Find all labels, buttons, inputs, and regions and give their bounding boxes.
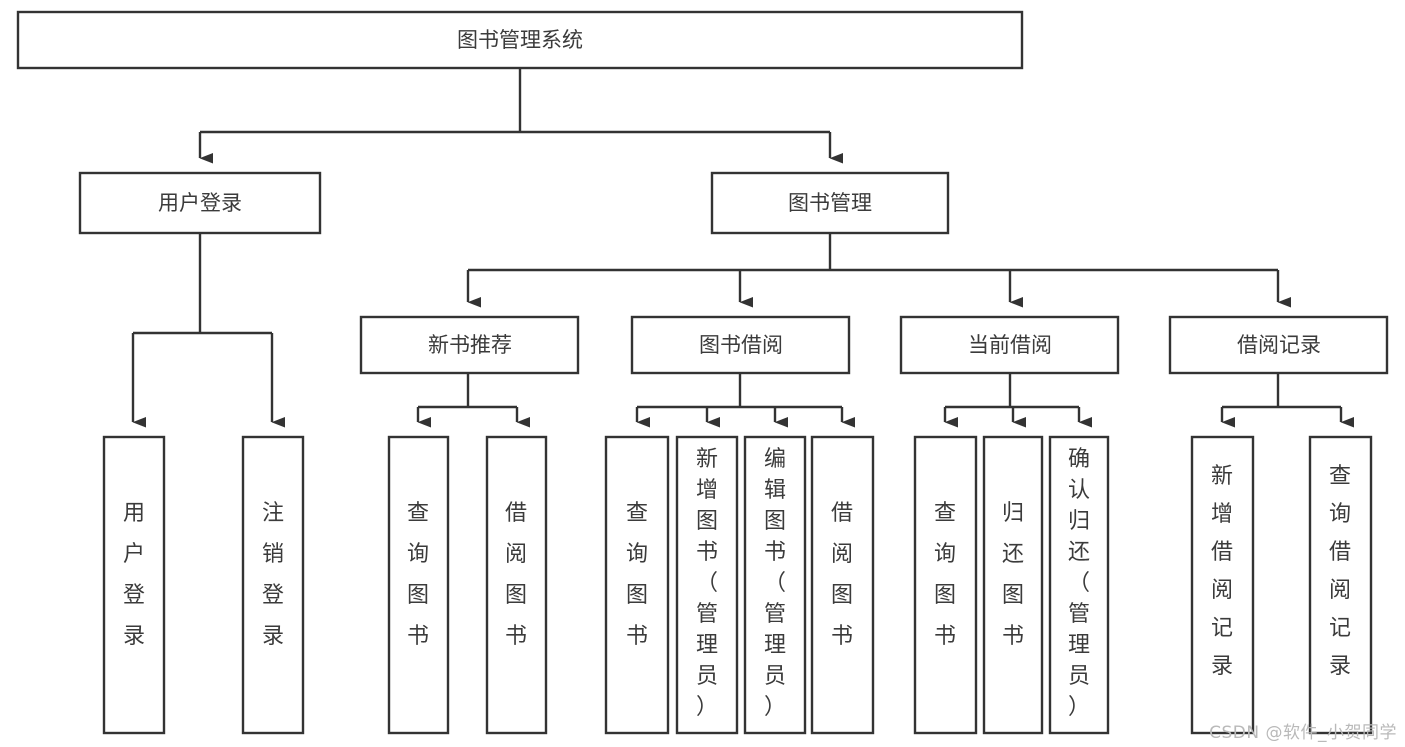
node-return-book[interactable]: 归还图书 bbox=[982, 435, 1044, 735]
node-book-borrow[interactable]: 图书借阅 bbox=[630, 315, 851, 375]
node-current-borrow-label: 当前借阅 bbox=[968, 333, 1052, 357]
node-query-book-borrow[interactable]: 查询图书 bbox=[604, 435, 670, 735]
node-borrow-book-rec[interactable]: 借阅图书 bbox=[485, 435, 548, 735]
node-current-borrow[interactable]: 当前借阅 bbox=[899, 315, 1120, 375]
node-root-label: 图书管理系统 bbox=[457, 28, 583, 52]
node-edit-book-admin[interactable]: 编辑图书（管理员） bbox=[743, 435, 807, 735]
node-borrow-book-borrow-label: 借阅图书 bbox=[831, 501, 853, 649]
node-confirm-return-admin[interactable]: 确认归还（管理员） bbox=[1048, 435, 1110, 735]
node-confirm-return-admin-box[interactable] bbox=[1048, 435, 1110, 735]
node-borrow-book-rec-label: 借阅图书 bbox=[505, 501, 527, 649]
node-book-borrow-label: 图书借阅 bbox=[699, 333, 783, 357]
node-current-borrow-box[interactable] bbox=[899, 315, 1120, 375]
node-user-login[interactable]: 用户登录 bbox=[78, 171, 322, 235]
node-query-book-current[interactable]: 查询图书 bbox=[913, 435, 978, 735]
connector-layer bbox=[131, 68, 1354, 428]
csdn-watermark: CSDN @软件_小贺同学 bbox=[1209, 723, 1397, 743]
node-layer: 图书管理系统 用户登录 图书管理 新书推荐 图书借阅 bbox=[16, 10, 1389, 735]
node-query-book-rec[interactable]: 查询图书 bbox=[387, 435, 450, 735]
node-return-book-label: 归还图书 bbox=[1002, 501, 1024, 649]
node-book-manage-box[interactable] bbox=[710, 171, 950, 235]
node-confirm-return-admin-label: 确认归还（管理员） bbox=[1068, 447, 1090, 720]
node-user-login-leaf-box[interactable] bbox=[102, 435, 166, 735]
node-user-logout-leaf[interactable]: 注销登录 bbox=[241, 435, 305, 735]
node-borrow-book-borrow[interactable]: 借阅图书 bbox=[810, 435, 875, 735]
node-add-borrow-record-box[interactable] bbox=[1190, 435, 1255, 735]
node-query-book-borrow-box[interactable] bbox=[604, 435, 670, 735]
node-query-book-borrow-label: 查询图书 bbox=[626, 501, 648, 649]
node-query-book-rec-label: 查询图书 bbox=[407, 501, 429, 649]
node-root[interactable]: 图书管理系统 bbox=[16, 10, 1024, 70]
node-query-book-current-box[interactable] bbox=[913, 435, 978, 735]
node-edit-book-admin-box[interactable] bbox=[743, 435, 807, 735]
node-book-manage-label: 图书管理 bbox=[788, 191, 872, 215]
node-query-book-current-label: 查询图书 bbox=[934, 501, 956, 649]
node-user-login-leaf[interactable]: 用户登录 bbox=[102, 435, 166, 735]
node-edit-book-admin-label: 编辑图书（管理员） bbox=[764, 447, 786, 720]
node-query-borrow-record-box[interactable] bbox=[1308, 435, 1373, 735]
node-borrow-record[interactable]: 借阅记录 bbox=[1168, 315, 1389, 375]
node-book-borrow-box[interactable] bbox=[630, 315, 851, 375]
node-new-book-rec[interactable]: 新书推荐 bbox=[359, 315, 580, 375]
node-add-book-admin-label: 新增图书（管理员） bbox=[696, 447, 718, 720]
node-query-book-rec-box[interactable] bbox=[387, 435, 450, 735]
node-query-borrow-record-label: 查询借阅记录 bbox=[1329, 464, 1351, 679]
node-borrow-book-borrow-box[interactable] bbox=[810, 435, 875, 735]
node-new-book-rec-box[interactable] bbox=[359, 315, 580, 375]
node-user-login-label: 用户登录 bbox=[158, 191, 242, 215]
node-add-borrow-record-label: 新增借阅记录 bbox=[1211, 464, 1233, 679]
node-borrow-record-box[interactable] bbox=[1168, 315, 1389, 375]
node-user-logout-leaf-box[interactable] bbox=[241, 435, 305, 735]
node-user-login-leaf-label: 用户登录 bbox=[123, 501, 145, 649]
node-root-box[interactable] bbox=[16, 10, 1024, 70]
node-add-book-admin-box[interactable] bbox=[675, 435, 739, 735]
node-return-book-box[interactable] bbox=[982, 435, 1044, 735]
node-add-book-admin[interactable]: 新增图书（管理员） bbox=[675, 435, 739, 735]
node-book-manage[interactable]: 图书管理 bbox=[710, 171, 950, 235]
node-query-borrow-record[interactable]: 查询借阅记录 bbox=[1308, 435, 1373, 735]
node-new-book-rec-label: 新书推荐 bbox=[428, 333, 512, 357]
node-user-login-box[interactable] bbox=[78, 171, 322, 235]
node-borrow-book-rec-box[interactable] bbox=[485, 435, 548, 735]
node-add-borrow-record[interactable]: 新增借阅记录 bbox=[1190, 435, 1255, 735]
node-user-logout-leaf-label: 注销登录 bbox=[262, 501, 284, 649]
node-borrow-record-label: 借阅记录 bbox=[1237, 333, 1321, 357]
